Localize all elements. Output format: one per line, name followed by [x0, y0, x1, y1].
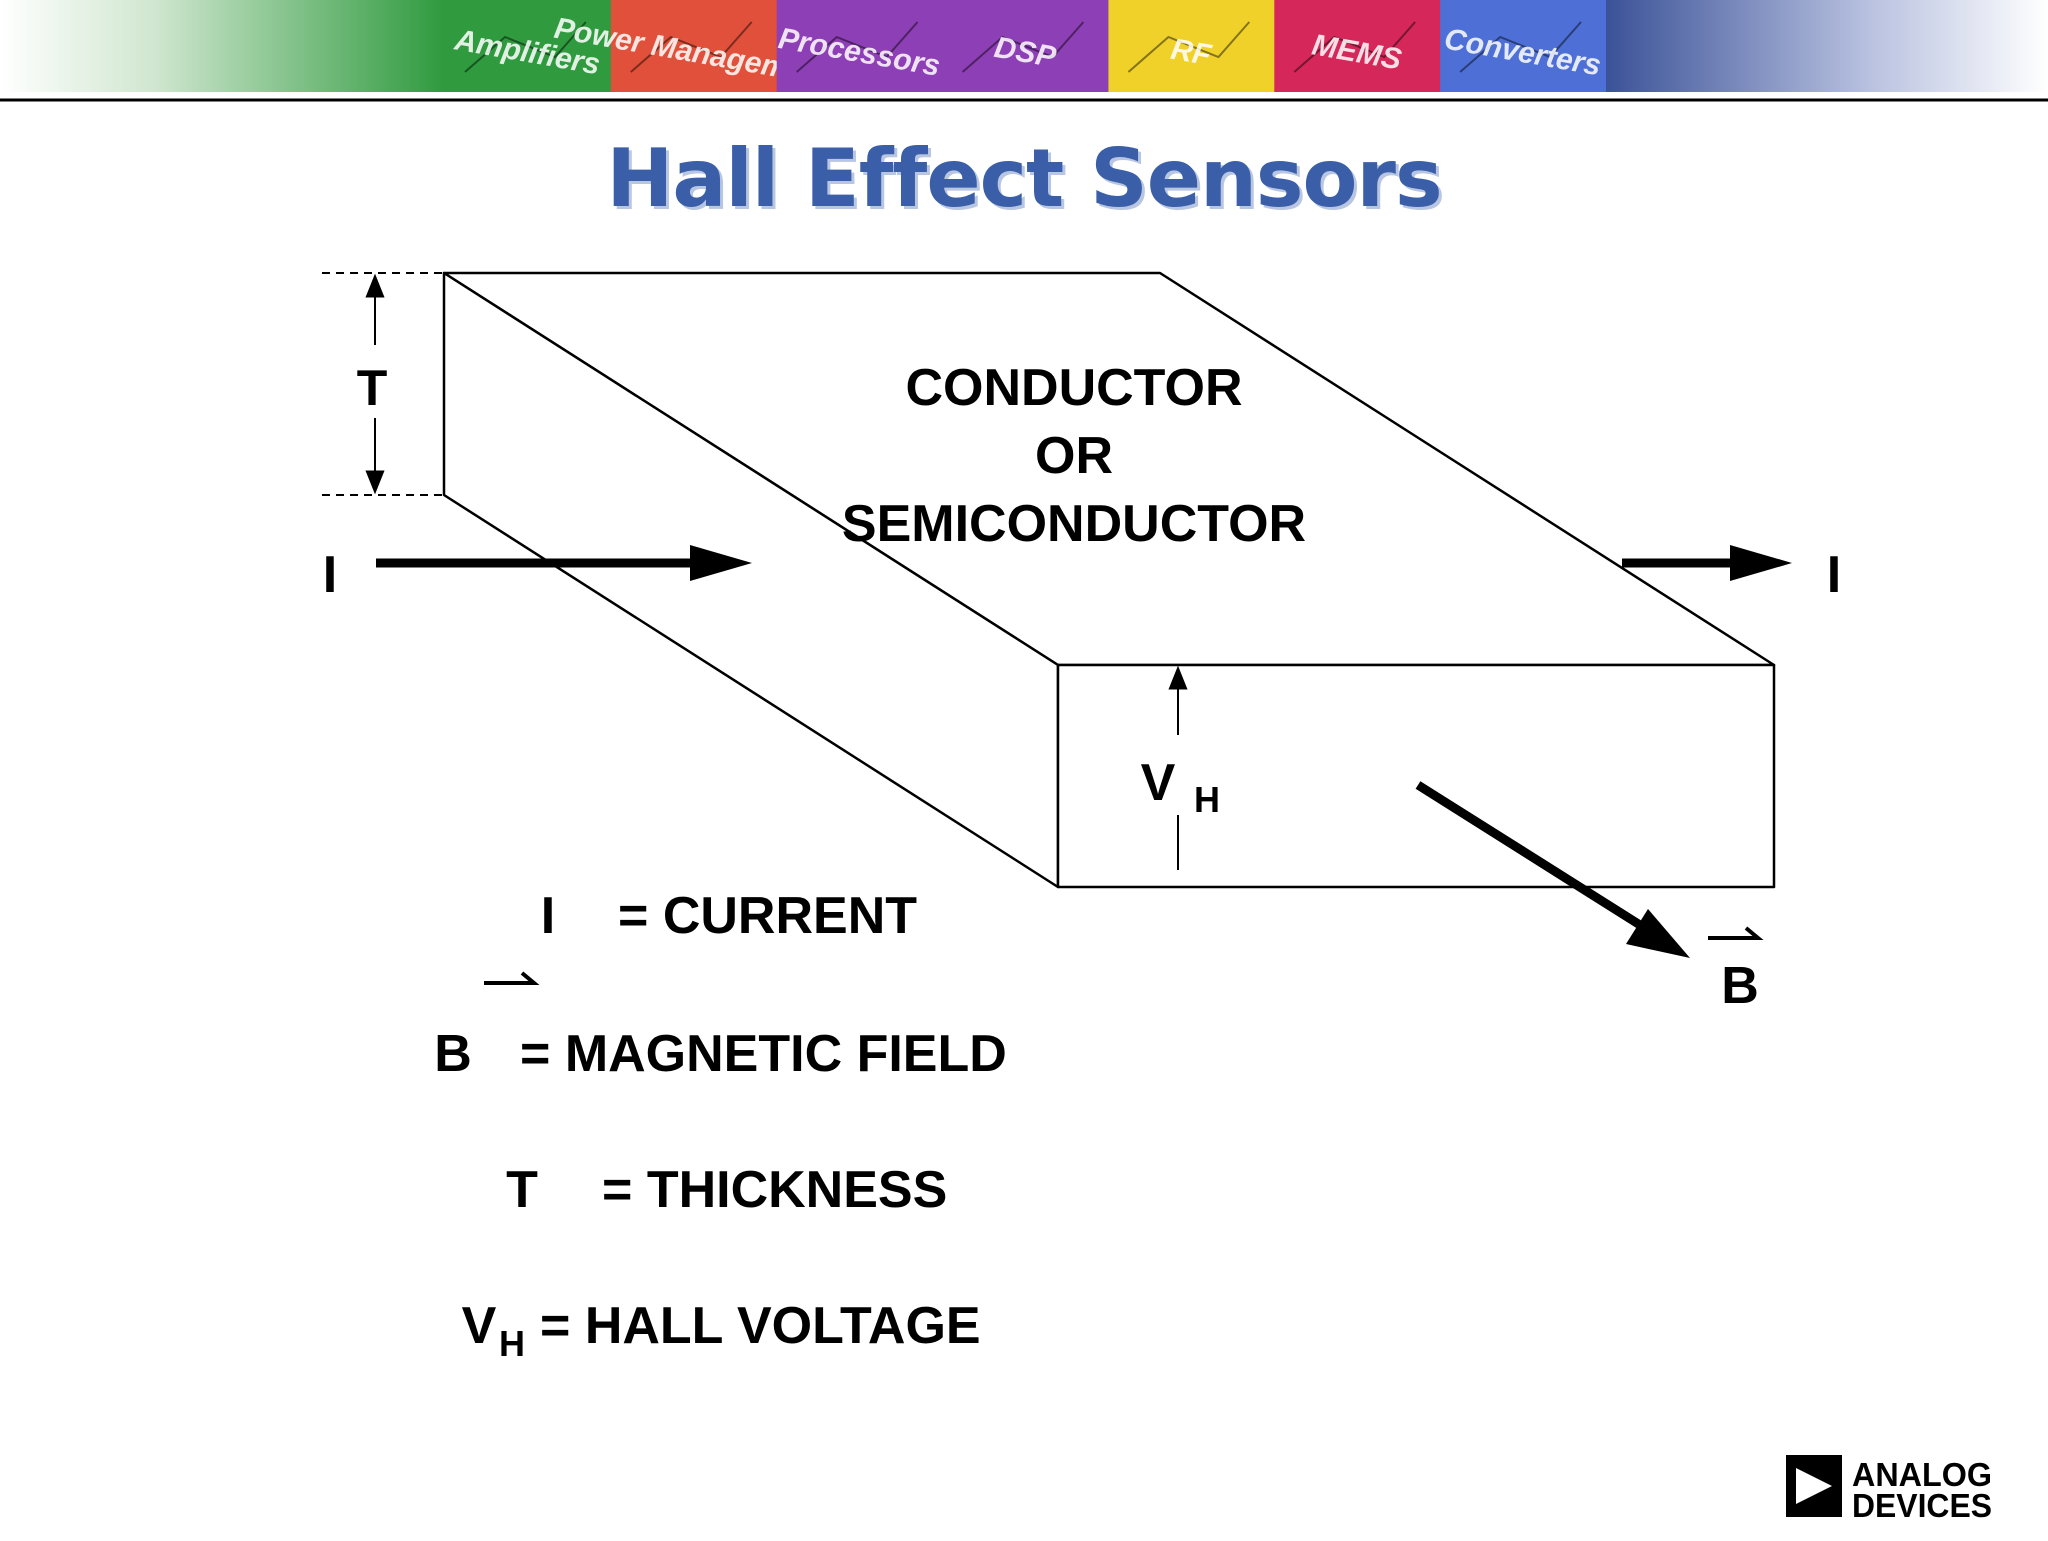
- banner-tile: [1108, 0, 1276, 92]
- field-arrow-head: [1626, 909, 1690, 958]
- banner-tile: [942, 0, 1110, 92]
- block-label-line-2: OR: [1035, 427, 1113, 485]
- legend-thickness-symbol: T: [506, 1161, 538, 1219]
- banner-tile: [1440, 0, 1607, 92]
- legend-field-text: = MAGNETIC FIELD: [520, 1025, 1007, 1083]
- legend-thickness-text: = THICKNESS: [602, 1161, 947, 1219]
- legend-voltage-symbol: V: [462, 1297, 497, 1355]
- banner-tile-label: RF: [1168, 33, 1214, 73]
- banner-tile-doodle: [1127, 21, 1251, 73]
- current-in-arrow-head: [690, 545, 752, 581]
- banner-tile: [776, 0, 944, 92]
- legend-current-symbol: I: [541, 887, 555, 945]
- block-label-line-3: SEMICONDUCTOR: [842, 495, 1306, 553]
- magnetic-field-arrow: B: [1415, 781, 1764, 1015]
- banner-tile-doodle: [796, 21, 919, 73]
- field-label: B: [1721, 957, 1759, 1015]
- field-arrow-shaft: [1415, 781, 1643, 929]
- banner-tile-doodle: [630, 21, 753, 73]
- current-out-label: I: [1827, 546, 1841, 604]
- legend-field-symbol: B: [434, 1025, 472, 1083]
- banner-tile: [1274, 0, 1442, 92]
- banner-tile: [445, 0, 612, 92]
- logo-triangle-icon: [1796, 1468, 1832, 1504]
- thickness-label: T: [357, 360, 388, 416]
- block-label-line-1: CONDUCTOR: [905, 359, 1242, 417]
- banner-tile-doodle: [961, 21, 1085, 73]
- banner-tile-doodle: [464, 21, 587, 73]
- legend-field-vector-mark: [484, 971, 540, 985]
- field-vector-mark: [1708, 926, 1764, 940]
- hall-voltage-label: V: [1141, 754, 1176, 812]
- legend-voltage-text: = HALL VOLTAGE: [540, 1297, 981, 1355]
- hall-voltage-subscript: H: [1194, 779, 1220, 820]
- current-out-arrow-head: [1730, 545, 1792, 581]
- thickness-dimension: T: [322, 272, 442, 496]
- logo-text-line-2: DEVICES: [1852, 1487, 1992, 1524]
- block-label: CONDUCTOR OR SEMICONDUCTOR: [842, 359, 1306, 553]
- conductor-slab: [442, 271, 1776, 889]
- current-in-label: I: [323, 546, 337, 604]
- legend-voltage-subscript: H: [499, 1323, 525, 1364]
- banner-tile-doodle: [1293, 21, 1416, 73]
- slide-title: Hall Effect Sensors: [606, 132, 1442, 225]
- banner-right-fade: [1606, 0, 2048, 92]
- legend-current-text: = CURRENT: [618, 887, 917, 945]
- hall-voltage-indicator: V H: [1141, 665, 1220, 870]
- logo-text-line-1: ANALOG: [1852, 1456, 1992, 1493]
- current-arrows: I I: [323, 545, 1841, 604]
- analog-devices-logo: ANALOG DEVICES: [1786, 1455, 1992, 1524]
- banner-tile: [610, 0, 778, 92]
- banner-left-fade: [0, 0, 445, 92]
- banner-tile-doodle: [1459, 21, 1582, 73]
- legend: I = CURRENT B = MAGNETIC FIELD T = THICK…: [434, 887, 1007, 1364]
